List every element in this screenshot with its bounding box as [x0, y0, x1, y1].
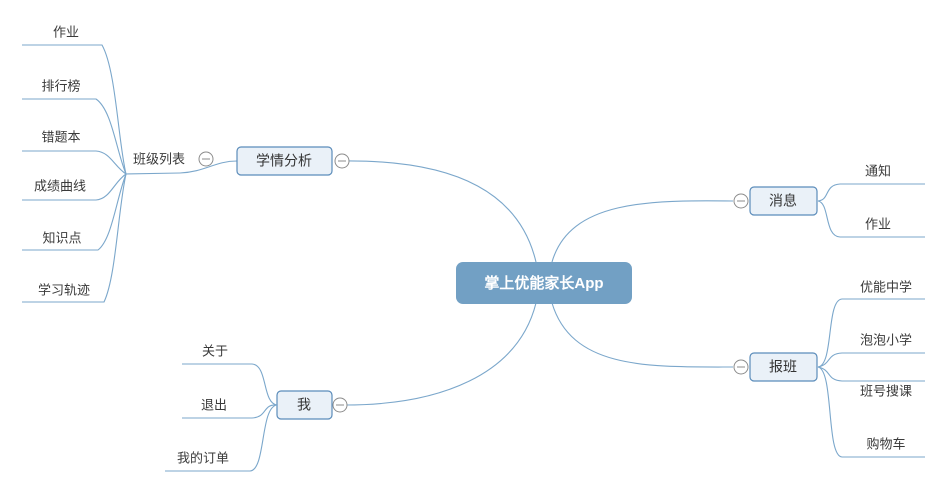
edge-leaf-xuexiguiji [22, 173, 127, 303]
edge-leaf-zhishidian [22, 173, 127, 251]
edge-leaf-tongzhi [817, 183, 925, 202]
edge-leaf-wodedingdan [165, 404, 278, 472]
node-enrollment-label: 报班 [769, 359, 797, 375]
root-node[interactable]: 掌上优能家长App [456, 262, 632, 304]
node-messages[interactable] [749, 186, 818, 216]
node-messages-label: 消息 [769, 193, 797, 209]
leaf-label-knowledge-points[interactable]: 知识点 [42, 230, 81, 245]
edge-leaf-paihangbang [22, 98, 127, 175]
branch-messages: 消息 通知 作业 [733, 163, 925, 238]
leaf-label-score-curve[interactable]: 成绩曲线 [34, 178, 86, 193]
branch-enrollment: 报班 优能中学 泡泡小学 班号搜课 购物车 [733, 279, 925, 458]
edge-leaf-tuichu [182, 404, 278, 419]
node-me-label: 我 [297, 397, 311, 413]
edge-class-list-stem [125, 172, 181, 175]
edge-leaf-youneng-zhongxue [817, 298, 925, 368]
leaf-label-leaderboard[interactable]: 排行榜 [41, 78, 80, 93]
edge-leaf-cuotiben [22, 150, 127, 175]
leaf-label-mistake-book[interactable]: 错题本 [41, 129, 80, 144]
edges-class-list-leaves [22, 44, 127, 303]
edge-study-analysis-to-class-list [179, 160, 238, 174]
toggle-study-analysis[interactable] [334, 153, 350, 169]
node-class-list-label[interactable]: 班级列表 [133, 151, 185, 166]
edges-root [344, 160, 734, 406]
edges-messages-leaves [817, 183, 925, 238]
edge-leaf-paopao-xiaoxue [817, 352, 925, 368]
leaf-label-study-track[interactable]: 学习轨迹 [38, 282, 90, 297]
edge-leaf-chengjiquxian [22, 173, 127, 201]
leaf-label-class-code-search[interactable]: 班号搜课 [860, 383, 912, 398]
edge-leaf-banhao-souke [817, 366, 925, 382]
node-study-analysis-label: 学情分析 [256, 153, 312, 169]
branch-me: 我 关于 退出 我的订单 [165, 343, 348, 472]
edge-leaf-zuoye-msg [817, 200, 925, 238]
edge-root-to-study-analysis [344, 160, 537, 263]
root-node-box[interactable] [456, 262, 632, 304]
leaf-label-about[interactable]: 关于 [202, 343, 228, 358]
leaf-label-paopao-primary-school[interactable]: 泡泡小学 [860, 332, 912, 347]
toggle-me[interactable] [332, 397, 348, 413]
edge-leaf-gouwuche [817, 366, 925, 458]
edge-leaf-zuoye [22, 44, 127, 175]
toggle-messages[interactable] [733, 193, 749, 209]
toggle-class-list[interactable] [198, 151, 214, 167]
leaf-label-homework[interactable]: 作业 [53, 24, 79, 39]
leaf-label-youneng-middle-school[interactable]: 优能中学 [860, 279, 912, 294]
edge-root-to-enrollment [551, 302, 734, 368]
leaf-label-my-orders[interactable]: 我的订单 [177, 450, 229, 465]
edge-root-to-me [344, 302, 537, 406]
leaf-label-shopping-cart[interactable]: 购物车 [866, 436, 905, 451]
root-node-label: 掌上优能家长App [484, 274, 603, 292]
leaf-label-logout[interactable]: 退出 [201, 397, 227, 412]
toggle-enrollment[interactable] [733, 359, 749, 375]
leaf-label-homework-msg[interactable]: 作业 [865, 216, 891, 231]
leaf-label-notification[interactable]: 通知 [865, 163, 891, 178]
node-study-analysis[interactable] [236, 146, 333, 176]
edges-me-leaves [165, 363, 278, 472]
branch-study-analysis: 学情分析 班级列表 作业 排行榜 错题本 成绩曲线 知识点 学习轨迹 [22, 24, 350, 303]
edges-enrollment-leaves [817, 298, 925, 458]
edge-root-to-messages [551, 200, 734, 263]
edge-leaf-guanyu [182, 363, 278, 406]
node-enrollment[interactable] [749, 352, 818, 382]
